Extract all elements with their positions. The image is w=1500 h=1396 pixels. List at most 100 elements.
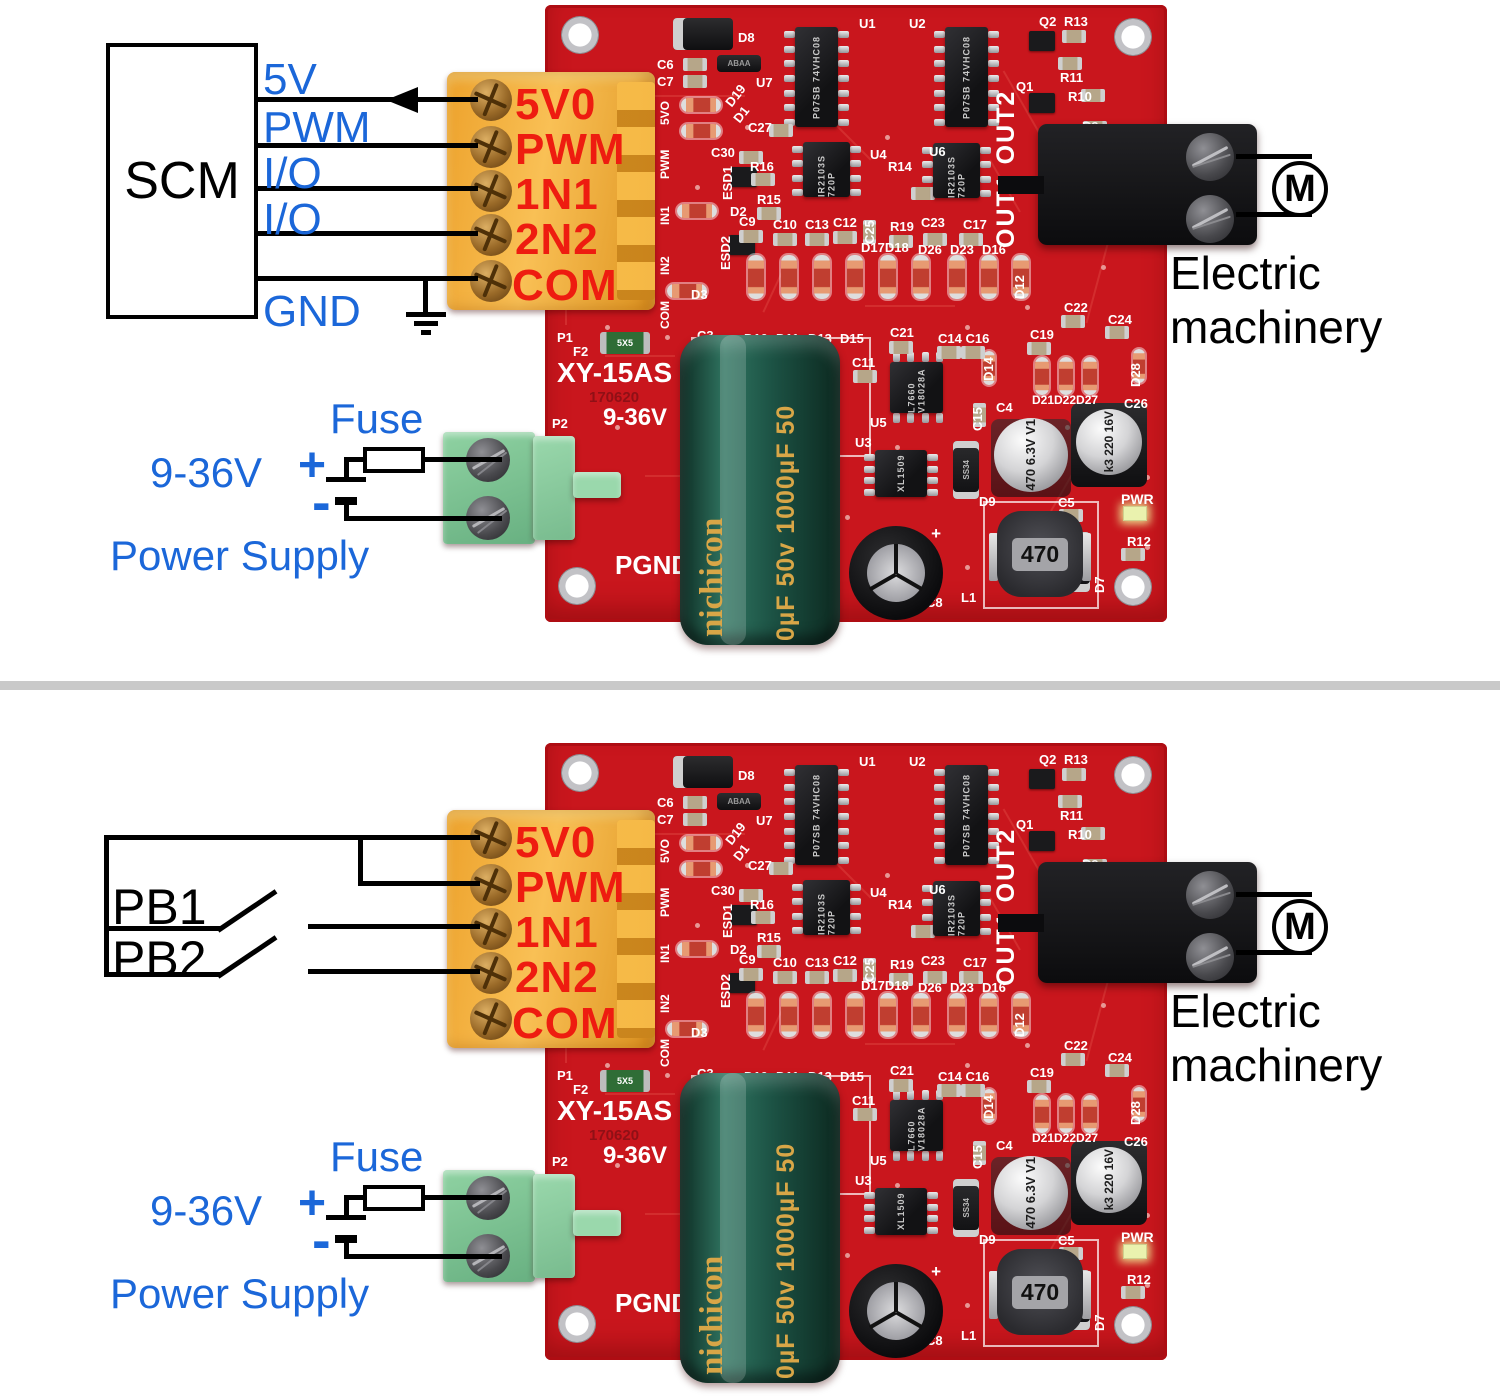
mounting-hole — [1114, 568, 1152, 606]
ic-pin — [893, 1151, 900, 1161]
smd-chip — [805, 971, 829, 984]
ic-pin — [907, 1090, 915, 1100]
pin-label-5v: 5V — [263, 55, 317, 104]
ic-pin — [927, 477, 938, 485]
wire-5v0-top — [104, 835, 480, 840]
smd-chip — [683, 75, 707, 88]
wire-pb2-left — [104, 972, 220, 977]
ic-pin — [934, 813, 945, 820]
ic-pin — [838, 827, 849, 835]
silk-label-R13: R13 — [1064, 752, 1088, 767]
wire-branch-pwm — [358, 881, 480, 886]
silk-label-R11: R11 — [1060, 70, 1084, 85]
silk-label-D23: D23 — [950, 980, 974, 995]
glass-diode — [748, 993, 764, 1037]
silk-label-C30: C30 — [711, 883, 735, 898]
glass-diode — [667, 284, 707, 298]
silk-label-PWR: PWR — [1121, 491, 1154, 507]
ic-pin — [850, 146, 861, 153]
ic-pin — [792, 884, 803, 891]
ic-pin — [838, 104, 849, 112]
motor-symbol: M — [1272, 899, 1328, 955]
silk-label-R19: R19 — [890, 219, 914, 234]
glass-diode — [681, 862, 721, 876]
cap-highlight — [720, 335, 746, 645]
silk-label-model: XY-15AS — [557, 357, 673, 388]
inductor-clip — [1082, 533, 1091, 581]
glass-diode — [677, 942, 717, 956]
silk-label-D15: D15 — [840, 1069, 864, 1084]
ic-pin — [934, 45, 945, 53]
silk-label-edgeIN2: IN2 — [658, 994, 672, 1013]
glass-diode — [1133, 1087, 1145, 1121]
silk-label-C4: C4 — [996, 1138, 1013, 1153]
mounting-hole — [1114, 756, 1152, 794]
silk-label-C5: C5 — [1058, 1233, 1075, 1248]
ic-u2: P07SB 74VHC08 — [945, 27, 988, 127]
silk-label-C19: C19 — [1030, 1065, 1054, 1080]
silk-label-edgeIN1: IN1 — [658, 206, 672, 225]
ic-pin — [784, 798, 795, 806]
ic-u1: P07SB 74VHC08 — [795, 27, 838, 127]
switch-label-pb1: PB1 — [112, 879, 207, 935]
via — [1145, 545, 1150, 550]
silk-label-D17D18: D17D18 — [861, 240, 909, 255]
input-terminal-screw — [470, 170, 512, 212]
cap-c4-marking: 470 6.3V V1 — [1023, 1157, 1039, 1229]
output-terminal-screw — [1186, 933, 1234, 981]
pin-label-gnd: GND — [263, 287, 361, 336]
chip-abaa-marking: ABAA — [727, 797, 751, 806]
battery-plate-short — [335, 497, 357, 505]
glass-diode — [880, 993, 896, 1037]
smd-chip — [805, 233, 829, 246]
cap-c26-marking: k3 220 16V — [1101, 1149, 1116, 1211]
silk-label-C10: C10 — [773, 217, 797, 232]
ic-pin — [850, 927, 861, 934]
pcb-trace — [605, 355, 675, 357]
ic-pin — [936, 1151, 943, 1161]
ic-pin — [850, 174, 861, 182]
ic-u3-marking: XL1509 — [896, 454, 906, 493]
silk-label-edgeIN1: IN1 — [658, 944, 672, 963]
fuse-label: Fuse — [330, 395, 424, 442]
motor-label-line1: Electric — [1170, 985, 1321, 1037]
smd-chip — [937, 1084, 961, 1097]
battery-stub-top — [344, 1195, 349, 1216]
silk-label-D15: D15 — [840, 331, 864, 346]
cap-brand: nichicon — [694, 517, 730, 637]
smd-chip — [757, 207, 781, 220]
silk-label-D9: D9 — [979, 1232, 996, 1247]
ic-pin — [988, 769, 999, 776]
ic-u4-marking: IR2103S 720P — [816, 892, 837, 935]
glass-diode — [748, 255, 764, 299]
silk-label-U3: U3 — [855, 1173, 872, 1188]
silk-outline-l1 — [983, 1239, 1099, 1347]
fuse-symbol — [363, 447, 425, 473]
ic-pin — [792, 189, 803, 196]
wire-branch-vertical — [358, 835, 363, 885]
smd-chip — [937, 346, 961, 359]
ic-pin — [864, 477, 875, 485]
cap-c8-plus: + — [931, 524, 941, 543]
ic-pin — [921, 413, 929, 423]
battery-stub-bottom — [344, 503, 349, 520]
silk-label-R15: R15 — [757, 192, 781, 207]
via — [845, 1253, 850, 1258]
battery-stub-bottom — [344, 1241, 349, 1258]
transistor — [1029, 31, 1055, 51]
pcb-trace — [865, 305, 955, 307]
smd-chip — [1121, 1286, 1145, 1299]
wire-pb2-right — [308, 969, 480, 974]
cap-c4-marking: 470 6.3V V1 — [1023, 419, 1039, 491]
ic-pin — [864, 1215, 875, 1223]
terminal-label-com: COM — [512, 261, 618, 310]
output-terminal-screw — [1186, 195, 1234, 243]
ic-pin — [988, 45, 999, 53]
cap-c8-top — [866, 1281, 926, 1341]
via — [965, 565, 970, 570]
inductor-l1-value: 470 — [1011, 537, 1069, 571]
silk-label-C9: C9 — [739, 952, 756, 967]
silk-label-R12: R12 — [1127, 1272, 1151, 1287]
